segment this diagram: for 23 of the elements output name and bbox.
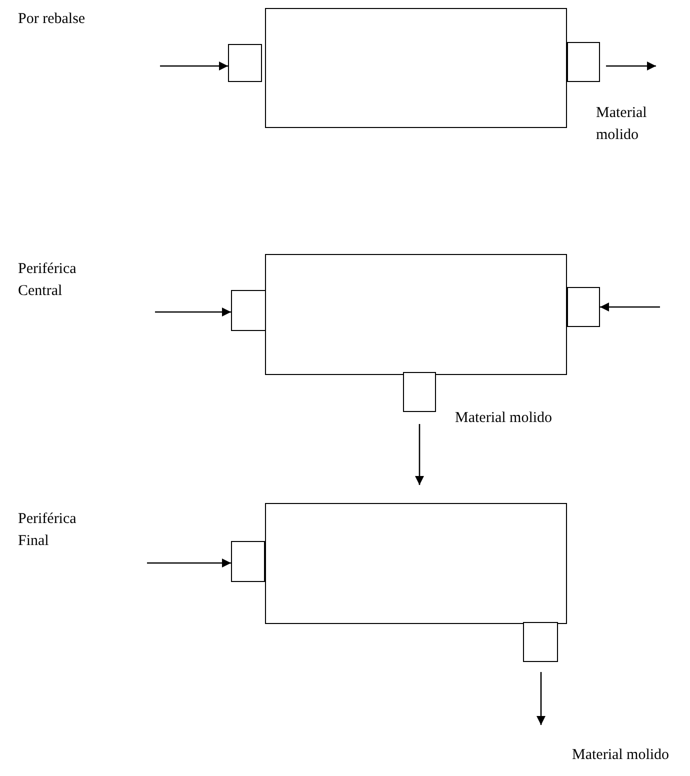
mode-label: Por rebalse bbox=[18, 10, 86, 29]
arrow bbox=[600, 302, 660, 312]
output-label: Material molido bbox=[596, 104, 648, 145]
mill-body bbox=[265, 8, 567, 128]
port-box bbox=[567, 42, 600, 82]
port-box bbox=[567, 287, 600, 327]
arrow bbox=[155, 308, 231, 316]
mill-body bbox=[265, 503, 567, 624]
arrow bbox=[536, 672, 546, 725]
arrow bbox=[147, 558, 231, 568]
mode-label: Periférica Final bbox=[18, 510, 78, 551]
port-box bbox=[228, 44, 262, 82]
arrow bbox=[606, 62, 656, 70]
output-label: Material molido bbox=[572, 746, 670, 765]
port-box bbox=[231, 290, 266, 331]
output-label: Material molido bbox=[455, 409, 554, 428]
mill-body bbox=[265, 254, 567, 375]
arrow bbox=[415, 424, 424, 485]
arrow bbox=[160, 62, 228, 70]
port-box bbox=[231, 541, 265, 582]
mode-label: Periférica Central bbox=[18, 260, 78, 301]
port-box bbox=[523, 622, 558, 662]
port-box bbox=[403, 372, 436, 412]
